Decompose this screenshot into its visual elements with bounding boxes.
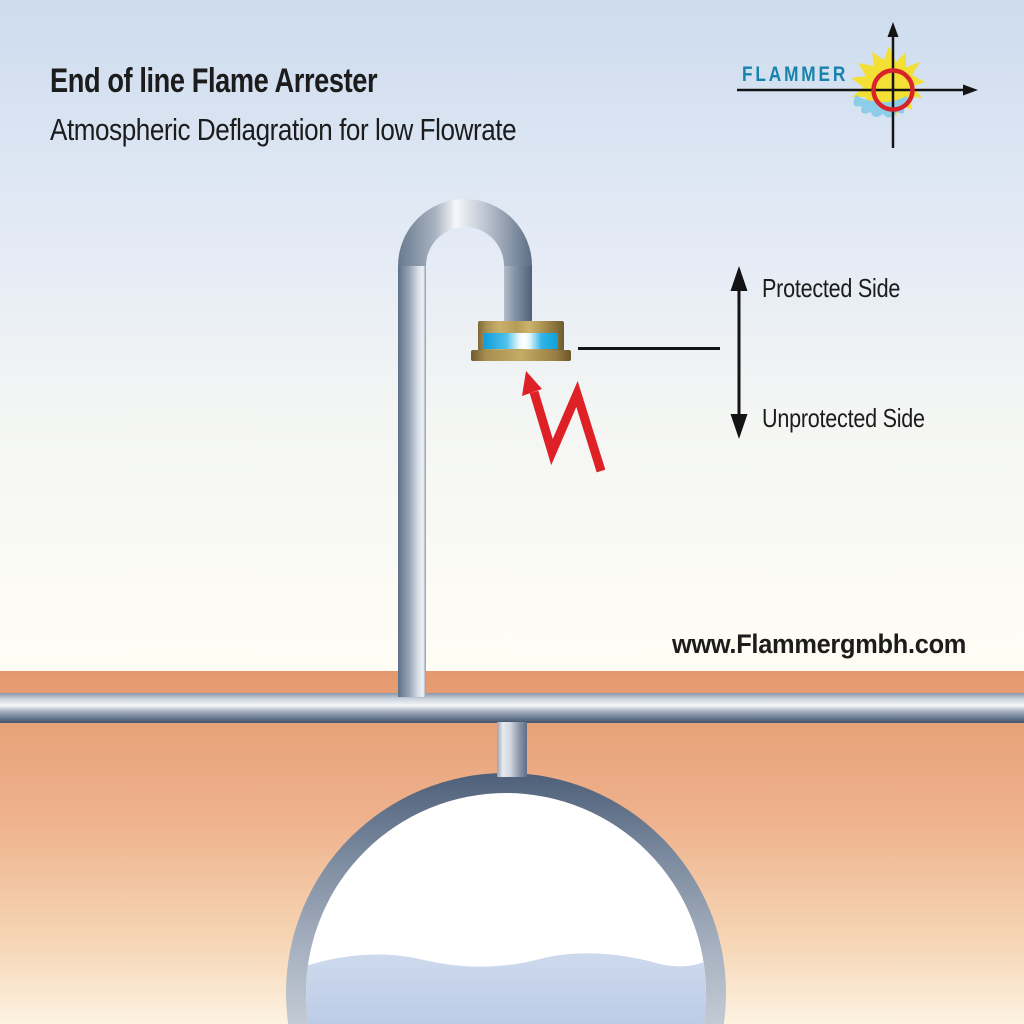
side-indicator-arrow — [730, 266, 748, 439]
storage-tank — [286, 773, 726, 1024]
website-url: www.Flammergmbh.com — [672, 629, 967, 659]
unprotected-side-label: Unprotected Side — [762, 403, 925, 433]
vent-pipe-arch — [398, 199, 532, 266]
tank-connector-pipe — [497, 722, 527, 777]
horizontal-pipe — [0, 693, 1024, 723]
brand-wordmark: FLAMMER — [742, 63, 849, 86]
flammer-logo-mark — [737, 22, 978, 148]
arrow-down-icon — [730, 414, 748, 439]
vent-pipe-right-leg — [504, 265, 532, 323]
protected-side-label: Protected Side — [762, 273, 901, 303]
logo-axes — [737, 22, 978, 148]
page-title: End of line Flame Arrester — [50, 62, 378, 100]
vent-pipe-left-leg — [398, 265, 426, 697]
gooseneck-vent-pipe — [398, 199, 532, 697]
ignition-flash-arrow — [522, 371, 606, 473]
tank-liquid — [306, 953, 706, 1024]
arrester-element — [484, 333, 558, 349]
flame-arrester-device — [471, 321, 571, 361]
arrester-flange — [471, 350, 571, 361]
page-subtitle: Atmospheric Deflagration for low Flowrat… — [50, 112, 517, 147]
arrow-up-icon — [730, 266, 748, 291]
logo-circle-icon — [871, 68, 915, 112]
